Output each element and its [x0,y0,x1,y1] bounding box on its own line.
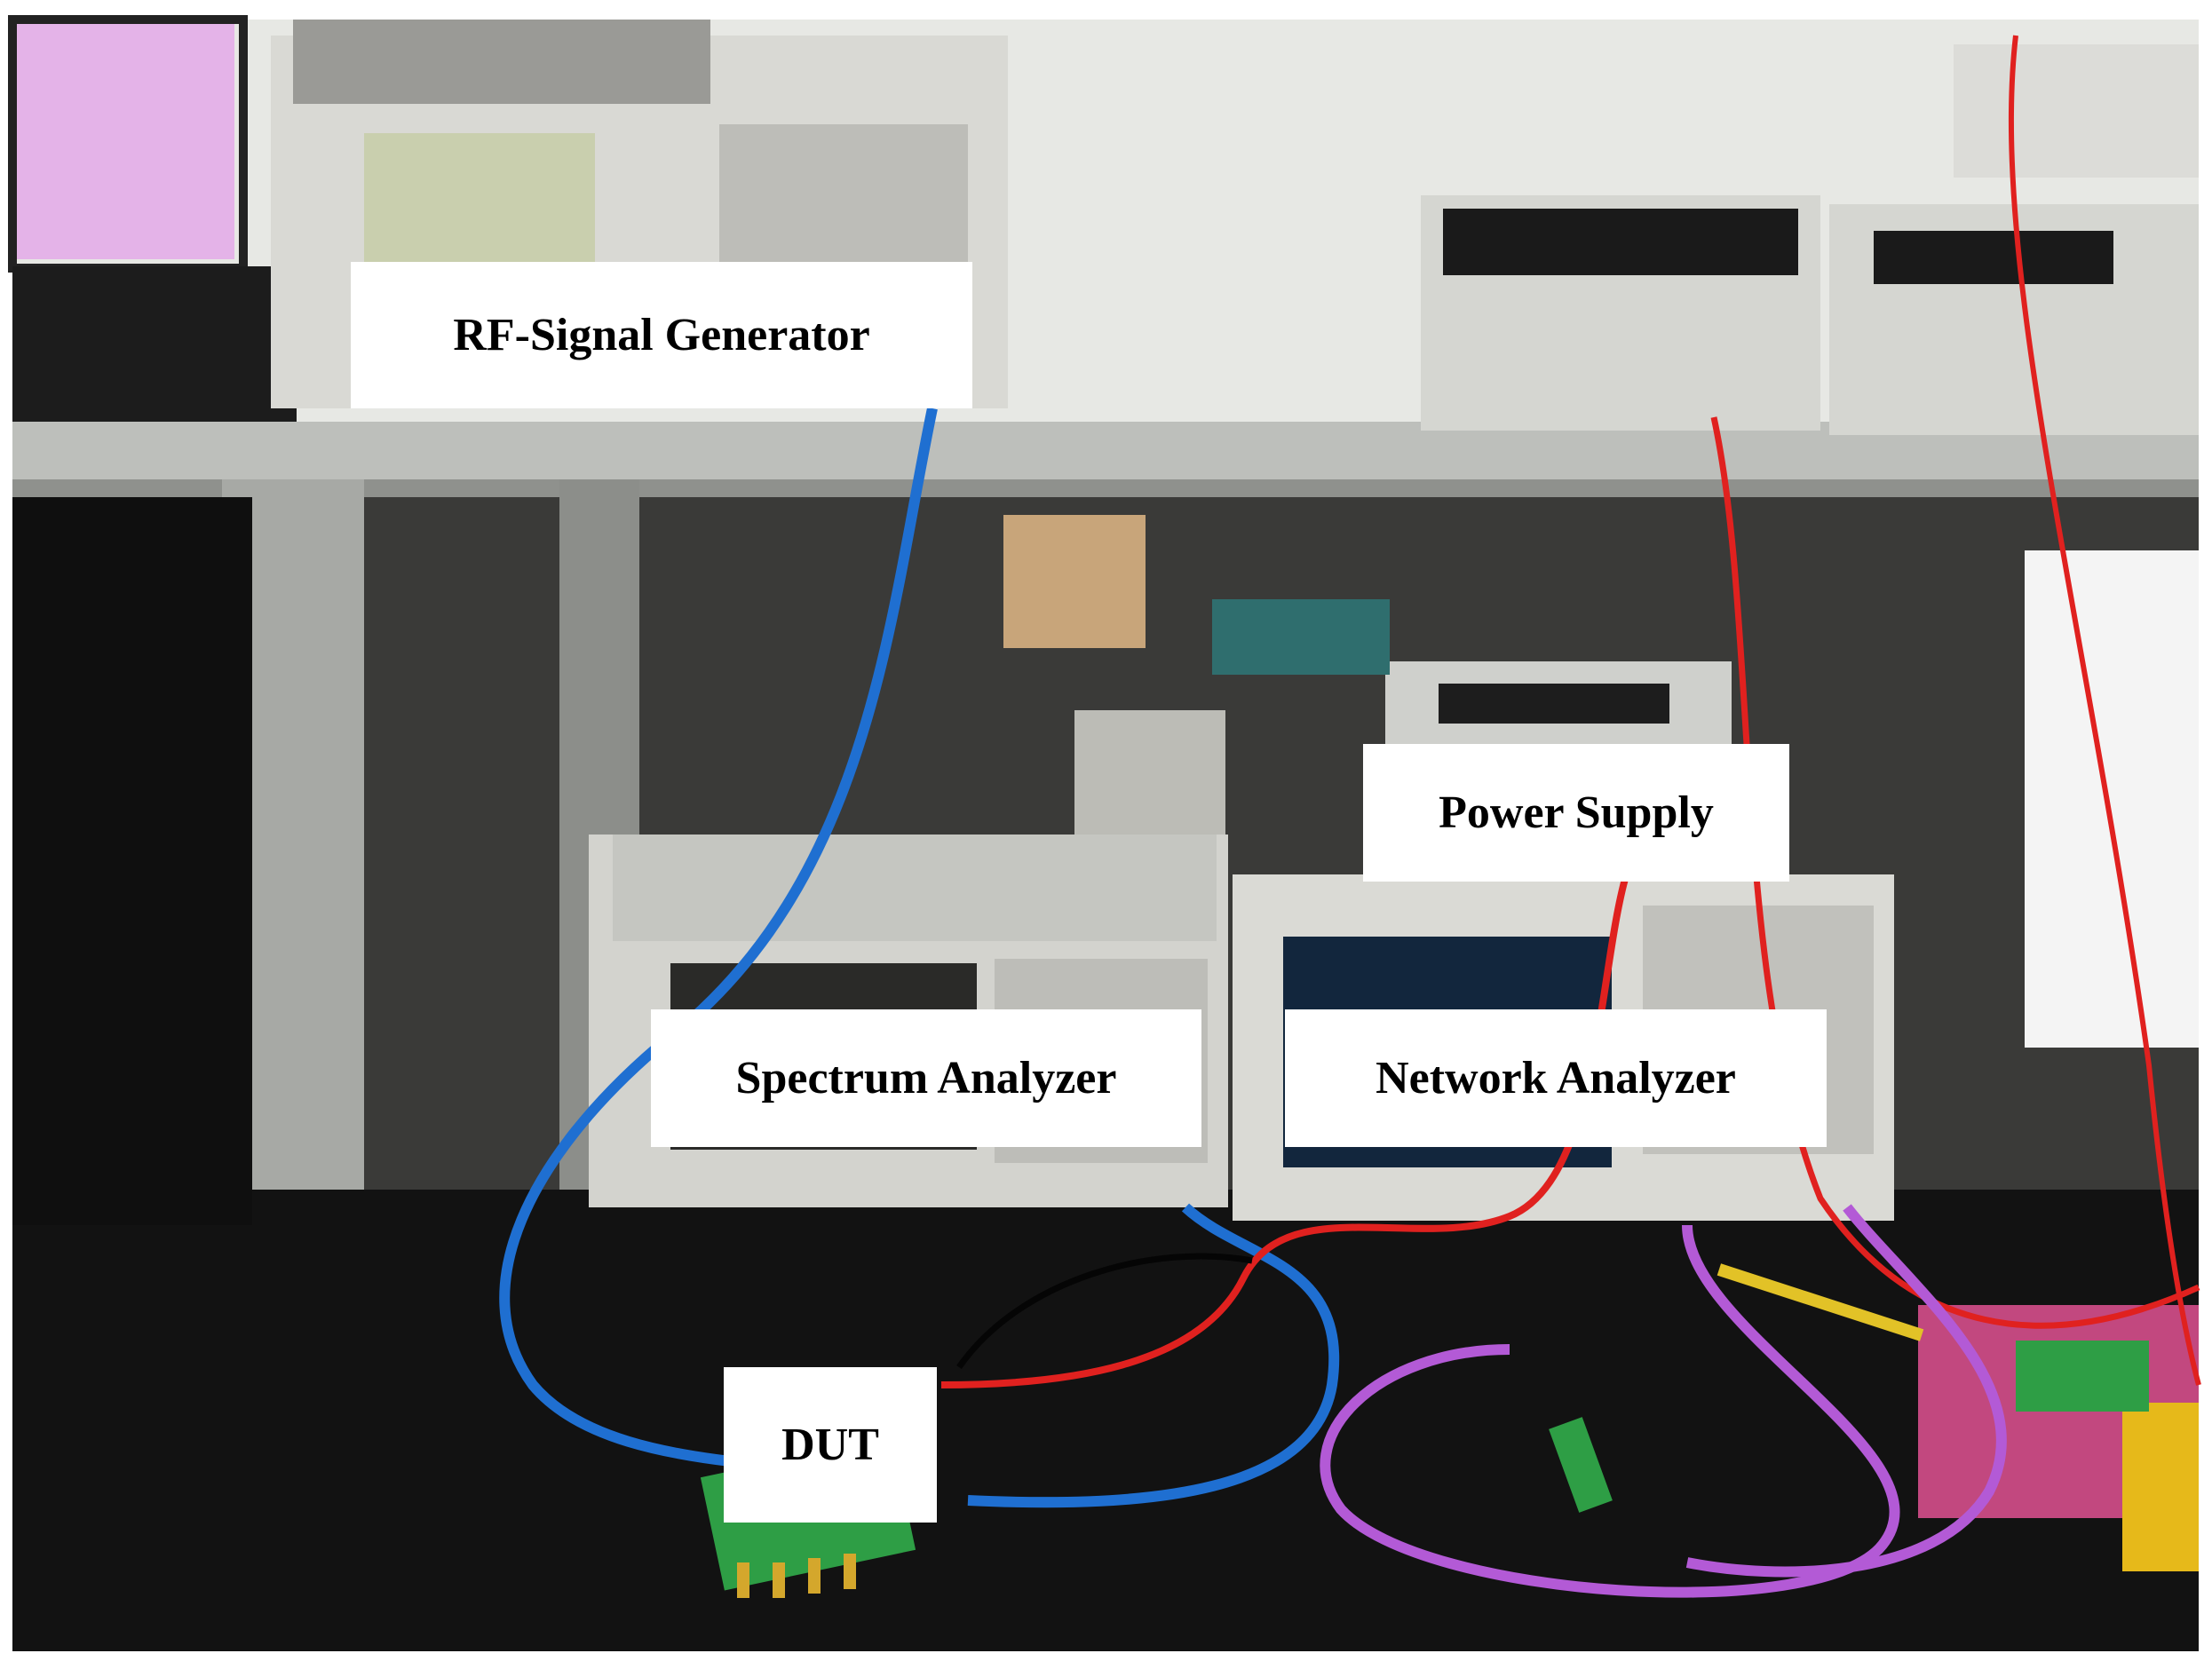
top-right-instrument [1954,44,2199,178]
dut-connectors [737,1554,856,1598]
dut-label: DUT [724,1367,937,1523]
photo-content [8,15,2201,1651]
rf-generator-keypad [719,124,968,266]
purple-cable-1 [1320,1224,1900,1598]
monitor [12,20,234,259]
rf-generator-vent [293,20,710,104]
left-tower [12,497,252,1225]
purple-cable-2 [1685,1204,2007,1578]
small-board-1 [1549,1417,1613,1513]
power-supply-top-1-display [1443,209,1798,275]
shelf-rail [12,479,2199,497]
small-board-2 [2016,1341,2149,1412]
right-white-panel [2025,550,2199,1048]
teal-device [1212,599,1390,675]
blue-cable-generator [499,407,938,1470]
yellow-meter [2122,1403,2199,1571]
spectrum-analyzer-label: Spectrum Analyzer [651,1009,1201,1147]
power-supply-middle-display [1439,684,1669,724]
power-supply-label: Power Supply [1363,744,1789,882]
yellow-pencil [1716,1263,1924,1341]
black-cable-dut [956,1253,1253,1370]
spectrum-analyzer-top [613,835,1217,941]
cardboard-box [1003,515,1146,648]
left-dark-block [12,266,297,426]
red-cable-far-right [2008,35,2201,1386]
network-analyzer-label: Network Analyzer [1285,1009,1827,1147]
rf-signal-generator-label: RF-Signal Generator [351,262,972,408]
small-instrument [1074,710,1225,835]
rf-generator-screen [364,133,595,280]
blue-cable-spectrum [967,1203,1340,1508]
power-supply-top-2-display [1874,231,2113,284]
